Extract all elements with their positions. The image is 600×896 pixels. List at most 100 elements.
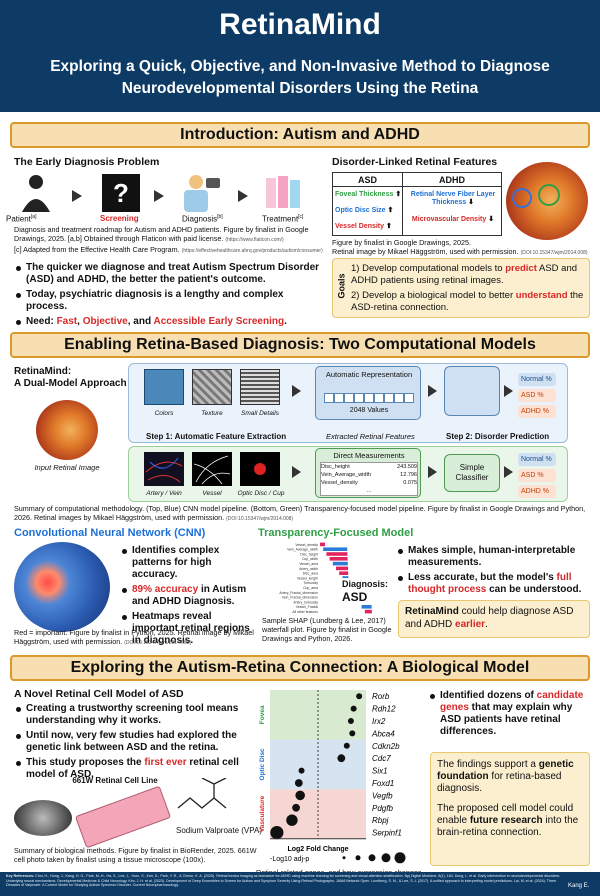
cnn-title: Convolutional Neural Network (CNN): [14, 527, 206, 539]
shap-bar: [320, 542, 325, 547]
gene-point: [356, 693, 363, 700]
bio-banner: Exploring the Autism-Retina Connection: …: [10, 655, 590, 681]
gene-point: [337, 754, 346, 763]
arrow-icon: [238, 190, 248, 202]
output-normal: Normal %: [518, 373, 556, 386]
conclusion-box: RetinaMind could help diagnose ASD and A…: [398, 600, 590, 638]
references: Key References: Choi, H., Hong, J., Kang…: [6, 874, 560, 888]
arrow-icon: [504, 385, 513, 397]
shap-row-label: Vessel_Fractal: [296, 605, 318, 609]
shap-row-label: Vessel_area: [299, 562, 318, 566]
shap-bar: [339, 571, 349, 575]
output-adhd: ADHD %: [518, 405, 556, 418]
step-patient: Patient[a]: [6, 214, 37, 224]
cell-model-title: A Novel Retinal Cell Model of ASD: [14, 688, 184, 700]
size-legend-dot: [381, 853, 391, 863]
goals-box: Goals 1) Develop computational models to…: [332, 258, 590, 318]
intro-banner: Introduction: Autism and ADHD: [10, 122, 590, 148]
gene-label: Serpinf1: [372, 829, 402, 838]
vpa-molecule: [172, 777, 252, 818]
dual-model-title: RetinaMind:A Dual-Model Approach: [14, 366, 127, 389]
shap-bar: [332, 561, 348, 566]
gene-point: [349, 730, 356, 737]
gene-finding: Identified dozens of candidate genes tha…: [428, 690, 594, 738]
shap-bar: [329, 557, 348, 561]
roadmap-icons: [22, 174, 300, 212]
input-retina-image: [36, 400, 98, 460]
poster-title: RetinaMind: [219, 8, 381, 41]
step-treatment: Treatment[c]: [262, 214, 304, 224]
gene-point: [298, 767, 305, 774]
size-legend-dot: [394, 852, 406, 864]
shap-row-label: Vessel_length: [297, 576, 318, 580]
gene-label: Abca4: [371, 729, 395, 738]
bio-caption: Summary of biological methods. Figure by…: [14, 846, 257, 864]
arrow-icon: [504, 466, 513, 478]
roadmap-caption: Diagnosis and treatment roadmap for Auti…: [14, 225, 323, 254]
models-banner: Enabling Retina-Based Diagnosis: Two Com…: [10, 332, 590, 358]
gene-label: Rbpj: [372, 816, 389, 825]
finding-item: The findings support a genetic foundatio…: [437, 759, 574, 794]
bio-bullets: Creating a trustworthy screening tool me…: [14, 703, 254, 784]
arrow-up-icon: ⬆: [395, 191, 402, 198]
gene-point: [286, 814, 298, 826]
step1-label: Step 1: Automatic Feature Extraction: [146, 432, 287, 441]
arrow-icon: [154, 190, 164, 202]
diagnosis-roadmap: ?: [14, 172, 324, 228]
colors-thumbnail: [144, 369, 184, 405]
size-legend-dot: [355, 855, 361, 861]
cell-line-label: 661W Retinal Cell Line: [72, 776, 158, 785]
cnn-bullets: Identifies complex patterns for high acc…: [120, 545, 252, 650]
gene-label: Foxd1: [372, 779, 394, 788]
shap-row-label: Tortuosity: [303, 581, 318, 585]
shap-bar: [336, 566, 348, 571]
bio-bullet: Until now, very few studies had explored…: [14, 730, 254, 754]
screening-question-mark: ?: [113, 178, 129, 208]
optic-disc-thumbnail: [240, 452, 280, 486]
gene-label: Cdc7: [372, 754, 391, 763]
gene-label: Irx2: [372, 717, 386, 726]
step2-label: Step 2: Disorder Prediction: [446, 432, 550, 441]
cnn-bullet: 89% accuracy in Autism and ADHD Diagnosi…: [120, 584, 252, 608]
gene-point: [295, 790, 305, 801]
intro-bullet: The quicker we diagnose and treat Autism…: [14, 262, 326, 286]
asd-feature: Vessel Density ⬆: [335, 223, 392, 230]
cnn-bullet: Heatmaps reveal important retinal region…: [120, 611, 252, 647]
measurement-more: …: [366, 488, 372, 494]
gene-point: [343, 742, 350, 749]
output-adhd: ADHD %: [518, 485, 556, 498]
goal-item: 2) Develop a biological model to better …: [351, 290, 584, 313]
bio-bullet: Creating a trustworthy screening tool me…: [14, 703, 254, 727]
measurement-row: Vessel_density 0.075: [321, 480, 417, 486]
shap-row-label: Disc_area: [303, 572, 318, 576]
arrow-down-icon: ⬇: [468, 199, 475, 206]
adhd-feature: Microvascular Density ⬇: [411, 216, 495, 223]
size-legend-dot: [368, 854, 376, 862]
gene-label: Vegfb: [372, 791, 393, 800]
arrow-icon: [428, 466, 437, 478]
cnn-caption: Red = important. Figure by finalist in P…: [14, 628, 254, 646]
gene-label: Rorb: [372, 692, 390, 701]
intro-bullet: Today, psychiatric diagnosis is a length…: [14, 289, 326, 313]
goals-label: Goals: [336, 273, 347, 299]
features-title: Disorder-Linked Retinal Features: [332, 156, 498, 168]
footer: [0, 872, 600, 896]
optic-disc-marker: [512, 188, 532, 208]
group-label: Vasculature: [259, 795, 266, 832]
gene-findings: Identified dozens of candidate genes tha…: [428, 690, 594, 741]
shap-row-label: Vein_Average_width: [287, 548, 318, 552]
extracted-label: Extracted Retinal Features: [326, 432, 415, 441]
shap-row-label: Vein_Fractal_dimension: [282, 596, 318, 600]
models-caption: Summary of computational methodology. (T…: [14, 504, 586, 522]
feature-label: Texture: [201, 410, 223, 417]
asd-feature: Foveal Thickness ⬆: [335, 191, 402, 198]
diagnosis-result: Diagnosis:ASD: [342, 578, 389, 605]
treatment-icon: [266, 176, 300, 208]
feature-label: Small Details: [241, 410, 279, 417]
size-legend-label: -Log10 adj-p: [270, 856, 309, 863]
early-diagnosis-title: The Early Diagnosis Problem: [14, 156, 160, 168]
measurement-row: Disc_height 243.509: [321, 464, 417, 470]
asd-feature: Optic Disc Size ⬆: [335, 207, 394, 214]
intro-bullets: The quicker we diagnose and treat Autism…: [14, 262, 326, 331]
